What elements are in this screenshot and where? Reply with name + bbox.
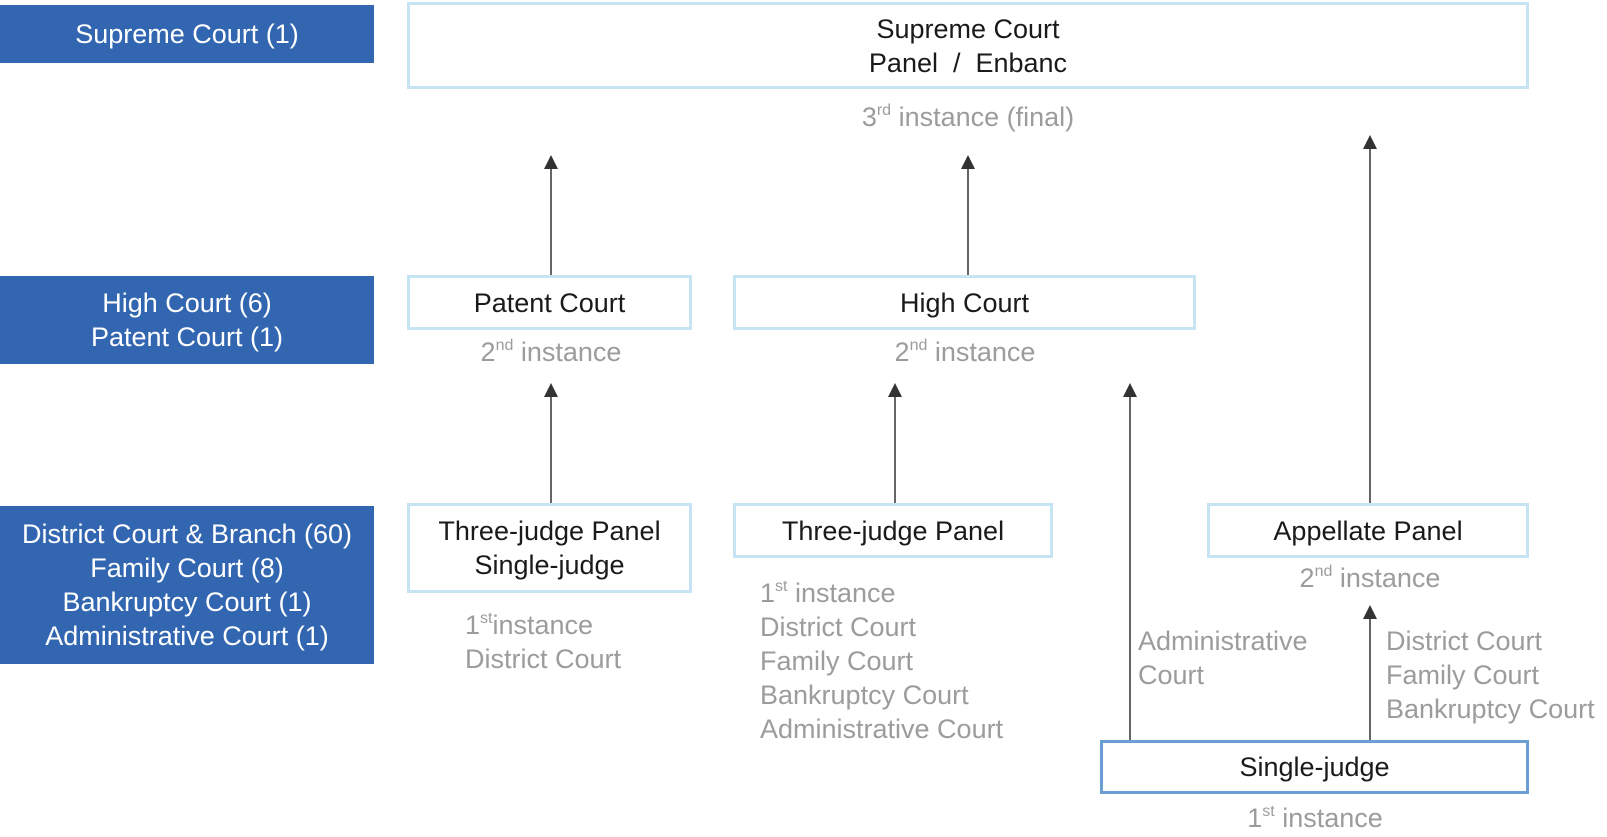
- three-judge-panel-label: Three-judge Panel: [782, 514, 1004, 548]
- first-instance-label: 1st instance: [760, 576, 1003, 610]
- origin-court-label: Family Court: [1386, 658, 1595, 692]
- level-label-supreme: Supreme Court (1): [0, 5, 374, 63]
- three-judge-panel-box: Three-judge Panel: [733, 503, 1053, 558]
- origin-court-label: Bankruptcy Court: [760, 678, 1003, 712]
- single-judge-label: Single-judge: [474, 548, 624, 582]
- level-label-line: Bankruptcy Court (1): [0, 585, 374, 619]
- second-instance-label-high: 2nd instance: [810, 335, 1120, 369]
- origin-court-label: District Court: [760, 610, 1003, 644]
- single-judge-box: Single-judge: [1100, 740, 1529, 794]
- level-label-line: High Court (6): [0, 286, 374, 320]
- three-judge-panel-label: Three-judge Panel: [438, 514, 660, 548]
- appellate-panel-box: Appellate Panel: [1207, 503, 1529, 558]
- origin-court-label: District Court: [1386, 624, 1595, 658]
- first-instance-label-single: 1st instance: [1160, 801, 1470, 835]
- origin-court-label: District Court: [465, 642, 621, 676]
- appellate-panel-label: Appellate Panel: [1273, 514, 1462, 548]
- appellate-origin-annotation: District Court Family Court Bankruptcy C…: [1386, 624, 1595, 726]
- third-instance-label: 3rd instance (final): [768, 100, 1168, 134]
- supreme-court-title: Supreme Court: [876, 12, 1059, 46]
- first-instance-label: 1stinstance: [465, 608, 621, 642]
- patent-origin-annotation: 1stinstance District Court: [465, 608, 621, 676]
- second-instance-label-appellate: 2nd instance: [1215, 561, 1525, 595]
- origin-court-label: Administrative Court: [760, 712, 1003, 746]
- supreme-court-subtitle: Panel / Enbanc: [869, 46, 1067, 80]
- level-label-line: Administrative Court (1): [0, 619, 374, 653]
- origin-court-label: Bankruptcy Court: [1386, 692, 1595, 726]
- origin-court-label: Administrative: [1138, 624, 1308, 658]
- high-court-label: High Court: [900, 286, 1029, 320]
- patent-court-label: Patent Court: [474, 286, 626, 320]
- level-label-line: Supreme Court (1): [0, 17, 374, 51]
- level-label-line: Patent Court (1): [0, 320, 374, 354]
- patent-court-box: Patent Court: [407, 275, 692, 330]
- high-origin-annotation: 1st instance District Court Family Court…: [760, 576, 1003, 746]
- single-judge-label: Single-judge: [1239, 750, 1389, 784]
- level-label-line: District Court & Branch (60): [0, 517, 374, 551]
- level-label-high: High Court (6) Patent Court (1): [0, 276, 374, 364]
- high-court-box: High Court: [733, 275, 1196, 330]
- second-instance-label-patent: 2nd instance: [420, 335, 682, 369]
- three-judge-single-judge-box: Three-judge Panel Single-judge: [407, 503, 692, 593]
- supreme-court-box: Supreme Court Panel / Enbanc: [407, 2, 1529, 89]
- level-label-line: Family Court (8): [0, 551, 374, 585]
- level-label-district: District Court & Branch (60) Family Cour…: [0, 506, 374, 664]
- origin-court-label: Court: [1138, 658, 1308, 692]
- admin-origin-annotation: Administrative Court: [1138, 624, 1308, 692]
- origin-court-label: Family Court: [760, 644, 1003, 678]
